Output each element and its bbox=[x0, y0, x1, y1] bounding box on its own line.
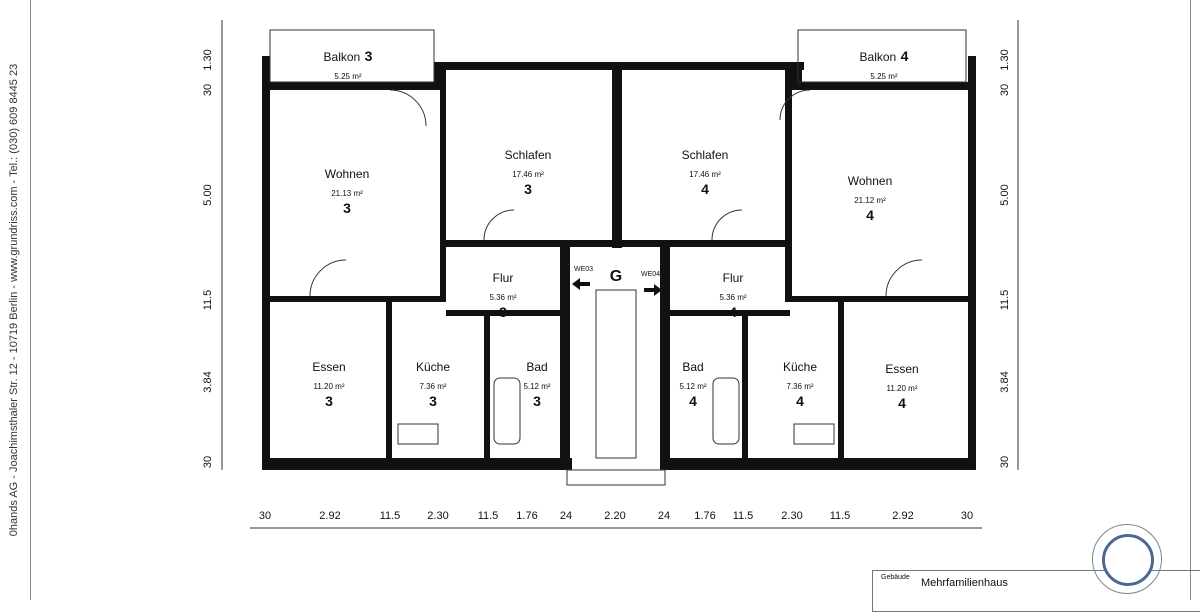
dim-right: 5.00 bbox=[999, 184, 1011, 206]
dim-left: 3.84 bbox=[202, 371, 214, 393]
dim-bottom: 2.30 bbox=[781, 510, 803, 522]
dim-bottom: 2.20 bbox=[604, 510, 626, 522]
dim-bottom: 24 bbox=[559, 510, 573, 522]
dim-right: 11.5 bbox=[999, 289, 1011, 311]
dim-left: 30 bbox=[202, 455, 214, 469]
frame-line bbox=[30, 0, 31, 600]
dim-bottom: 11.5 bbox=[732, 510, 754, 522]
dim-bottom: 24 bbox=[657, 510, 671, 522]
dim-bottom: 11.5 bbox=[477, 510, 499, 522]
dim-right: 30 bbox=[999, 455, 1011, 469]
title-value: Mehrfamilienhaus bbox=[921, 577, 1008, 589]
dim-right: 30 bbox=[999, 83, 1011, 97]
dim-bottom: 11.5 bbox=[379, 510, 401, 522]
dim-bottom: 11.5 bbox=[829, 510, 851, 522]
dim-bottom: 2.92 bbox=[319, 510, 341, 522]
dim-bottom: 30 bbox=[258, 510, 272, 522]
dim-bottom: 1.76 bbox=[516, 510, 538, 522]
title-label: Gebäude bbox=[881, 574, 910, 581]
dim-bottom: 30 bbox=[960, 510, 974, 522]
dim-left: 30 bbox=[202, 83, 214, 97]
stair-right-unit: WE04 bbox=[641, 271, 661, 278]
dim-left: 11.5 bbox=[202, 289, 214, 311]
frame-line-right bbox=[1190, 0, 1191, 600]
dim-bottom: 2.92 bbox=[892, 510, 914, 522]
dim-bottom: 1.76 bbox=[694, 510, 716, 522]
dim-right: 1.30 bbox=[999, 49, 1011, 71]
stair-left-unit: WE03 bbox=[574, 266, 594, 273]
dim-bottom: 2.30 bbox=[427, 510, 449, 522]
certification-stamp-icon bbox=[1092, 524, 1162, 594]
dim-left: 5.00 bbox=[202, 184, 214, 206]
dim-left: 1.30 bbox=[202, 49, 214, 71]
stair-label: G bbox=[609, 268, 623, 285]
dim-right: 3.84 bbox=[999, 371, 1011, 393]
